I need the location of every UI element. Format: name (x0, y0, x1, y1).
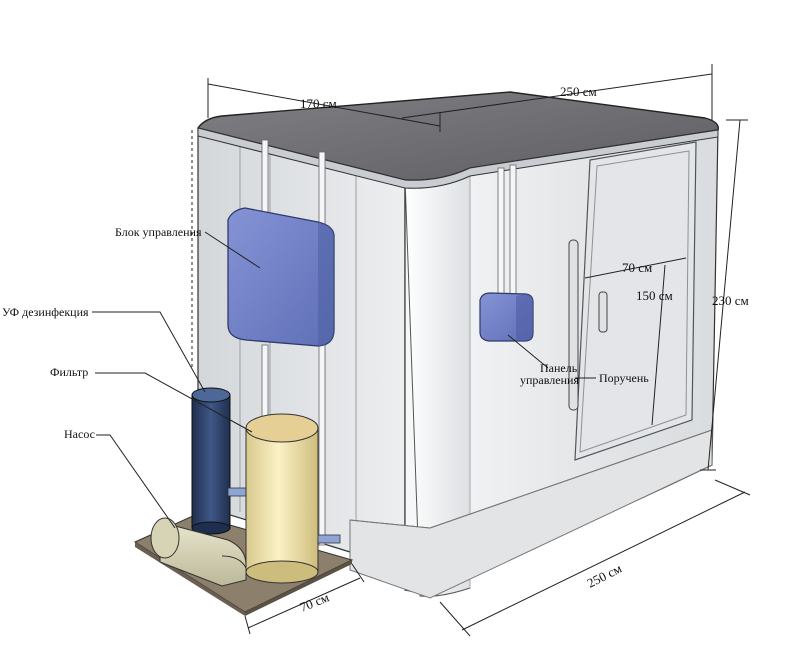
control-unit-box (227, 207, 335, 347)
pump (150, 517, 247, 587)
filter-tank (245, 413, 341, 584)
label-filter: Фильтр (50, 365, 88, 379)
label-uv-disinfection: УФ дезинфекция (2, 305, 89, 319)
labels: Блок управления УФ дезинфекция Фильтр На… (2, 225, 649, 441)
uv-disinfection-unit (191, 387, 251, 535)
dim-depth-top: 170 см (300, 96, 337, 111)
dim-width-bottom: 250 см (585, 561, 625, 591)
label-control-panel: Панель (540, 361, 578, 375)
cabin-front-wall (349, 127, 719, 599)
handrail-bar[interactable] (598, 291, 608, 333)
label-control-panel-2: управления (520, 373, 579, 387)
dimension-lines (191, 64, 751, 637)
dim-door-height: 150 см (636, 288, 673, 303)
leader-lines (92, 231, 596, 529)
cabin-roof (196, 91, 719, 189)
label-pump: Насос (64, 427, 95, 441)
control-panel-box[interactable] (479, 292, 534, 342)
dim-door-width: 70 см (622, 260, 652, 275)
dim-platform: 70 см (298, 590, 332, 615)
cabin-door[interactable] (574, 141, 697, 461)
label-handrail: Поручень (599, 371, 649, 385)
door-handle[interactable] (568, 239, 579, 411)
label-control-unit: Блок управления (115, 225, 202, 239)
pipes (261, 139, 517, 546)
dim-height: 230 см (712, 293, 749, 308)
dim-width-top: 250 см (560, 84, 597, 99)
